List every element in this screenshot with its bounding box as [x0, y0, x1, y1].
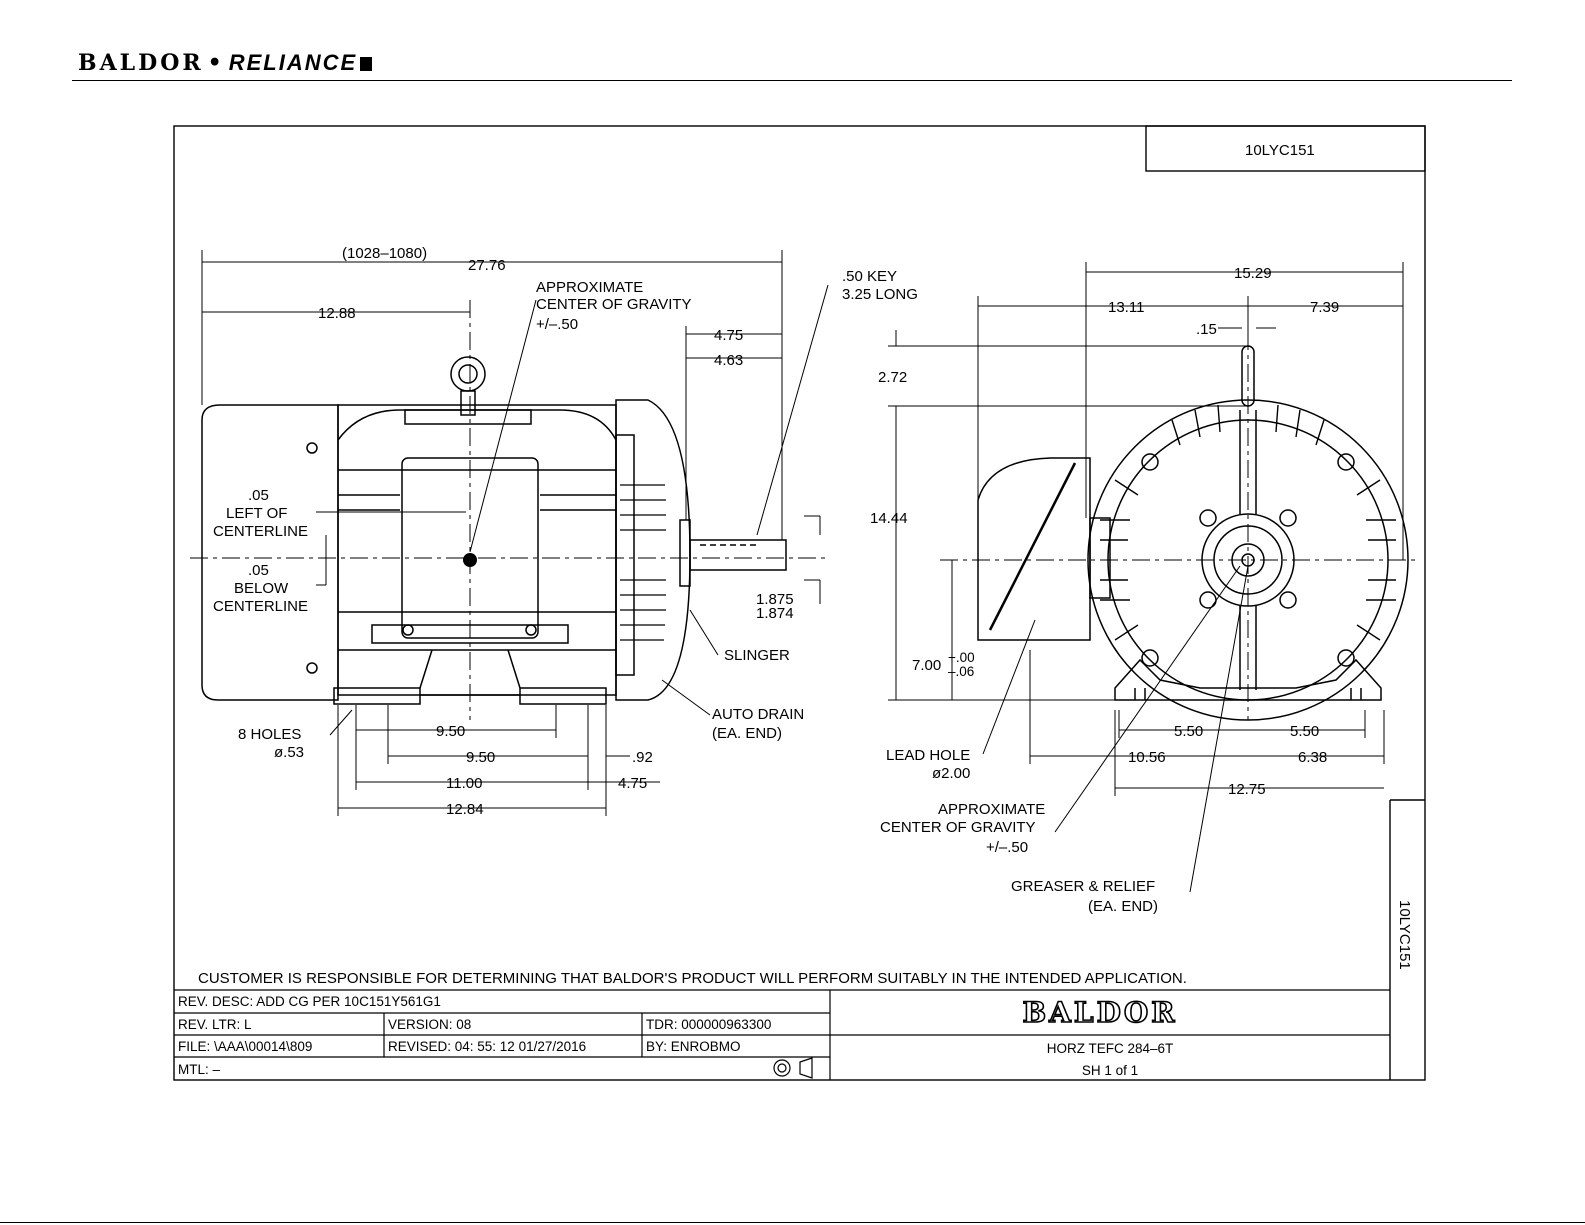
- dim-10-56: 10.56: [1128, 749, 1166, 766]
- end-view-fins: [1100, 404, 1396, 641]
- dim-5-50-a: 5.50: [1174, 723, 1203, 740]
- dim-5-50-b: 5.50: [1290, 723, 1319, 740]
- side-view-dimensions: [201, 250, 829, 816]
- brand-reliance: RELIANCE: [228, 50, 358, 75]
- dim-4-75-bot: 4.75: [618, 775, 647, 792]
- dim-13-11: 13.11: [1108, 299, 1144, 316]
- baldor-logo: BALDOR: [1022, 996, 1177, 1029]
- key-length: 3.25 LONG: [842, 286, 918, 303]
- lead-hole-label: LEAD HOLE: [886, 747, 970, 764]
- dim-15: .15: [1196, 321, 1217, 338]
- holes-count: 8 HOLES: [238, 726, 301, 743]
- file-path: FILE: \AAA\00014\809: [178, 1039, 312, 1054]
- dim-92: .92: [632, 749, 653, 766]
- key-size: .50 KEY: [842, 268, 897, 285]
- end-view-labels: 15.29 13.11 7.39 .15 2.72 14.44 7.00 +.0…: [870, 265, 1339, 915]
- end-view-motor: [977, 345, 1409, 721]
- end-cg-tolerance: +/–.50: [986, 839, 1028, 856]
- cg-title-2: CENTER OF GRAVITY: [536, 296, 692, 313]
- projection-symbol-icon: [773, 1057, 813, 1079]
- revised-date: REVISED: 04: 55: 12 01/27/2016: [388, 1039, 586, 1054]
- dim-12-88: 12.88: [318, 305, 356, 322]
- brand-mark-icon: [360, 57, 373, 71]
- shaft-dia-max: 1.875: [756, 591, 794, 608]
- side-view-labels: (1028–1080) 27.76 12.88 APPROXIMATE CENT…: [213, 245, 918, 818]
- dim-6-38: 6.38: [1298, 749, 1327, 766]
- left-of-value: .05: [248, 487, 269, 504]
- left-of-centerline: CENTERLINE: [213, 523, 308, 540]
- holes-dia: ø.53: [274, 744, 304, 761]
- dim-11-00: 11.00: [446, 775, 482, 792]
- dim-12-75: 12.75: [1228, 781, 1266, 798]
- cg-title-1: APPROXIMATE: [536, 279, 643, 296]
- drawn-by: BY: ENROBMO: [646, 1039, 741, 1054]
- end-view-dimensions: [888, 262, 1404, 893]
- greaser-label: GREASER & RELIEF: [1011, 878, 1155, 895]
- brand-separator: •: [207, 50, 225, 76]
- footer-divider: [0, 1222, 1585, 1223]
- dim-15-29: 15.29: [1234, 265, 1272, 282]
- side-view-fins: [620, 484, 666, 641]
- greaser-note: (EA. END): [1088, 898, 1158, 915]
- cg-tolerance: +/–.50: [536, 316, 578, 333]
- title-block: [174, 989, 1390, 1080]
- side-view-motor: [201, 356, 787, 705]
- dim-7-39: 7.39: [1310, 299, 1339, 316]
- dim-14-44: 14.44: [870, 510, 908, 527]
- dim-12-84: 12.84: [446, 801, 484, 818]
- side-cg-marker: [463, 553, 477, 567]
- dim-overall: 27.76: [468, 257, 506, 274]
- below-label: BELOW: [234, 580, 289, 597]
- drawing-number-vertical: 10LYC151: [1396, 900, 1413, 970]
- auto-drain-label: AUTO DRAIN: [712, 706, 804, 723]
- dim-4-63: 4.63: [714, 352, 743, 369]
- shaft-dia-min: 1.874: [756, 605, 794, 622]
- below-value: .05: [248, 562, 269, 579]
- version: VERSION: 08: [388, 1017, 471, 1032]
- lead-hole-dia: ø2.00: [932, 765, 970, 782]
- below-centerline: CENTERLINE: [213, 598, 308, 615]
- rev-ltr: REV. LTR: L: [178, 1017, 252, 1032]
- dim-overall-range: (1028–1080): [342, 245, 427, 262]
- dim-7-00: 7.00: [912, 657, 941, 674]
- dim-9-50-b: 9.50: [466, 749, 495, 766]
- dim-2-72: 2.72: [878, 369, 907, 386]
- drawing-number: 10LYC151: [1245, 142, 1315, 159]
- description: HORZ TEFC 284–6T: [1047, 1041, 1174, 1056]
- end-cg-title-1: APPROXIMATE: [938, 801, 1045, 818]
- disclaimer: CUSTOMER IS RESPONSIBLE FOR DETERMINING …: [198, 970, 1187, 987]
- end-view-centerlines: [940, 300, 1418, 720]
- brand-logo: BALDOR•RELIANCE: [78, 50, 373, 76]
- auto-drain-note: (EA. END): [712, 725, 782, 742]
- tdr: TDR: 000000963300: [646, 1017, 771, 1032]
- side-view-centerlines: [190, 300, 830, 720]
- sheet-number: SH 1 of 1: [1082, 1063, 1138, 1078]
- rev-desc: REV. DESC: ADD CG PER 10C151Y561G1: [178, 994, 441, 1009]
- slinger-label: SLINGER: [724, 647, 790, 664]
- end-cg-title-2: CENTER OF GRAVITY: [880, 819, 1036, 836]
- dim-4-75-top: 4.75: [714, 327, 743, 344]
- brand-baldor: BALDOR: [78, 50, 204, 76]
- dim-7-00-tol-minus: –.06: [948, 664, 974, 679]
- material: MTL: –: [178, 1062, 221, 1077]
- header-divider: [72, 80, 1512, 81]
- dim-9-50-a: 9.50: [436, 723, 465, 740]
- dim-7-00-tol-plus: +.00: [948, 650, 975, 665]
- sheet-frame: [173, 125, 1426, 1081]
- left-of-label: LEFT OF: [226, 505, 287, 522]
- page-header: BALDOR•RELIANCE: [0, 0, 1585, 90]
